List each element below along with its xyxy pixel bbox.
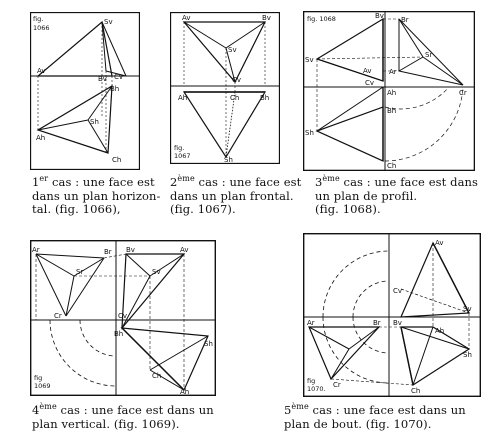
figure-1067-number-line2: 1067: [174, 152, 191, 160]
point-label-bh: Bh: [387, 107, 396, 115]
point-label-ah: Ah: [36, 134, 45, 142]
point-label-bv: Bv: [393, 319, 402, 327]
figure-1067-number-line1: fig.: [174, 144, 184, 152]
point-label-ch: Ch: [230, 94, 239, 102]
point-label-cr: Cr: [54, 312, 62, 320]
point-label-ch: Ch: [152, 372, 161, 380]
caption-4-ordinal: 4: [32, 403, 40, 417]
figure-1070: Av Cv Sv Ar Br Bv Ah Sh Cr Ch fig 1070.: [303, 233, 481, 397]
figure-1070-drawing: Av Cv Sv Ar Br Bv Ah Sh Cr Ch fig 1070.: [303, 233, 481, 397]
caption-case-1: 1er cas : une face est dans un plan hori…: [32, 174, 172, 217]
caption-4-line-2: plan vertical. (fig. 1069).: [32, 416, 180, 431]
figure-1070-number-line2: 1070.: [307, 385, 326, 393]
point-label-br: Br: [401, 16, 409, 24]
point-label-cv: Cv: [118, 312, 127, 320]
caption-case-2: 2ème cas : une face est dans un plan fro…: [170, 174, 305, 217]
caption-5-ordinal-suffix: ème: [291, 402, 309, 412]
caption-3-line-3: (fig. 1068).: [315, 202, 381, 216]
point-label-bv: Bv: [126, 246, 135, 254]
point-label-sv: Sv: [228, 46, 237, 54]
caption-1-line-3: tal. (fig. 1066),: [32, 202, 121, 216]
caption-3-ordinal: 3: [315, 175, 323, 189]
point-label-sh: Sh: [90, 118, 99, 126]
figure-1069-number-line2: 1069: [34, 382, 51, 390]
point-label-ah: Ah: [387, 89, 396, 97]
point-label-sh: Sh: [463, 351, 472, 359]
point-label-cr: Cr: [459, 89, 467, 97]
point-label-bv: Bv: [375, 12, 384, 20]
caption-case-5: 5ème cas : une face est dans un plan de …: [284, 402, 484, 431]
caption-5-line-1: cas : une face est dans un: [312, 403, 466, 417]
figure-1067-drawing: Av Bv Sv Cv Ah Ch Bh Sh fig. 1067: [170, 12, 280, 164]
point-label-cv: Cv: [232, 76, 241, 84]
point-label-cv: Cv: [114, 73, 123, 81]
figure-1069-drawing: Ar Br Bv Av Sr Sv Cr Cv Bh Sh Ch Ah fig …: [30, 240, 216, 396]
caption-2-line-1: cas : une face est: [198, 175, 302, 189]
point-label-av: Av: [363, 67, 372, 75]
point-label-sv: Sv: [152, 268, 161, 276]
figure-1068: fig. 1068 Sv Bv Br Sr Av Ar Cv Cr Ah Sh …: [303, 11, 475, 171]
point-label-av: Av: [182, 14, 191, 22]
point-label-av: Av: [435, 239, 444, 247]
point-label-sr: Sr: [425, 51, 432, 59]
point-label-bh: Bh: [114, 330, 123, 338]
point-label-ar: Ar: [307, 319, 315, 327]
caption-2-ordinal-suffix: ème: [177, 174, 195, 184]
caption-3-line-1: cas : une face est dans: [343, 175, 479, 189]
figure-1067: Av Bv Sv Cv Ah Ch Bh Sh fig. 1067: [170, 12, 280, 164]
caption-5-line-2: plan de bout. (fig. 1070).: [284, 416, 432, 431]
figure-1066-drawing: fig. 1066 Av Sv Bv Cv Ah Sh Bh Ch: [30, 12, 140, 170]
caption-4-line-1: cas : une face est dans un: [60, 403, 214, 417]
point-label-sh: Sh: [305, 129, 314, 137]
point-label-sv: Sv: [104, 18, 113, 26]
point-label-sr: Sr: [76, 268, 83, 276]
point-label-cr: Cr: [333, 381, 341, 389]
caption-case-3: 3ème cas : une face est dans un plan de …: [315, 174, 490, 217]
figure-1066-number-line1: fig.: [33, 15, 43, 23]
caption-3-line-2: un plan de profil.: [315, 188, 418, 203]
point-label-av: Av: [180, 246, 189, 254]
figure-1066-number-line2: 1066: [33, 24, 50, 32]
point-label-sv: Sv: [305, 56, 314, 64]
caption-3-ordinal-suffix: ème: [322, 174, 340, 184]
point-label-bv: Bv: [98, 75, 107, 83]
caption-2-ordinal: 2: [170, 175, 178, 189]
point-label-ch: Ch: [387, 162, 396, 170]
point-label-av: Av: [37, 67, 46, 75]
caption-1-ordinal-suffix: er: [39, 174, 49, 184]
figure-1068-number: fig. 1068: [307, 15, 336, 23]
caption-4-ordinal-suffix: ème: [39, 402, 57, 412]
caption-1-ordinal: 1: [32, 175, 40, 189]
point-label-br: Br: [104, 248, 112, 256]
point-label-sv: Sv: [463, 305, 472, 313]
figure-1069: Ar Br Bv Av Sr Sv Cr Cv Bh Sh Ch Ah fig …: [30, 240, 216, 396]
point-label-ch: Ch: [411, 387, 420, 395]
point-label-bh: Bh: [260, 94, 269, 102]
point-label-ar: Ar: [389, 68, 397, 76]
point-label-ar: Ar: [32, 246, 40, 254]
caption-2-line-3: (fig. 1067).: [170, 202, 236, 216]
figure-1069-number-line1: fig: [34, 374, 42, 382]
point-label-br: Br: [373, 319, 381, 327]
figure-1070-number-line1: fig: [307, 377, 315, 385]
figure-1066: fig. 1066 Av Sv Bv Cv Ah Sh Bh Ch: [30, 12, 140, 170]
point-label-ah: Ah: [435, 327, 444, 335]
point-label-cv: Cv: [365, 79, 374, 87]
caption-1-line-2: dans un plan horizon-: [32, 188, 161, 203]
point-label-sh: Sh: [204, 340, 213, 348]
point-label-ah: Ah: [180, 388, 189, 396]
caption-1-line-1: cas : une face est: [51, 175, 155, 189]
point-label-bh: Bh: [110, 85, 119, 93]
point-label-ch: Ch: [112, 156, 121, 164]
point-label-cv: Cv: [393, 287, 402, 295]
caption-case-4: 4ème cas : une face est dans un plan ver…: [32, 402, 232, 431]
caption-2-line-2: dans un plan frontal.: [170, 188, 294, 203]
point-label-ah: Ah: [178, 94, 187, 102]
point-label-bv: Bv: [262, 14, 271, 22]
point-label-sh: Sh: [224, 156, 233, 164]
caption-5-ordinal: 5: [284, 403, 292, 417]
figure-1068-drawing: fig. 1068 Sv Bv Br Sr Av Ar Cv Cr Ah Sh …: [303, 11, 475, 171]
